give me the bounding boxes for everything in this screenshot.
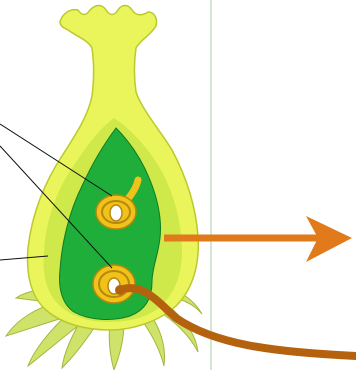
upper-ovule-core [110,205,122,221]
lower-ovule [93,265,135,303]
sepal-right-mid [140,318,165,366]
curved-arrow-origin [115,285,125,295]
